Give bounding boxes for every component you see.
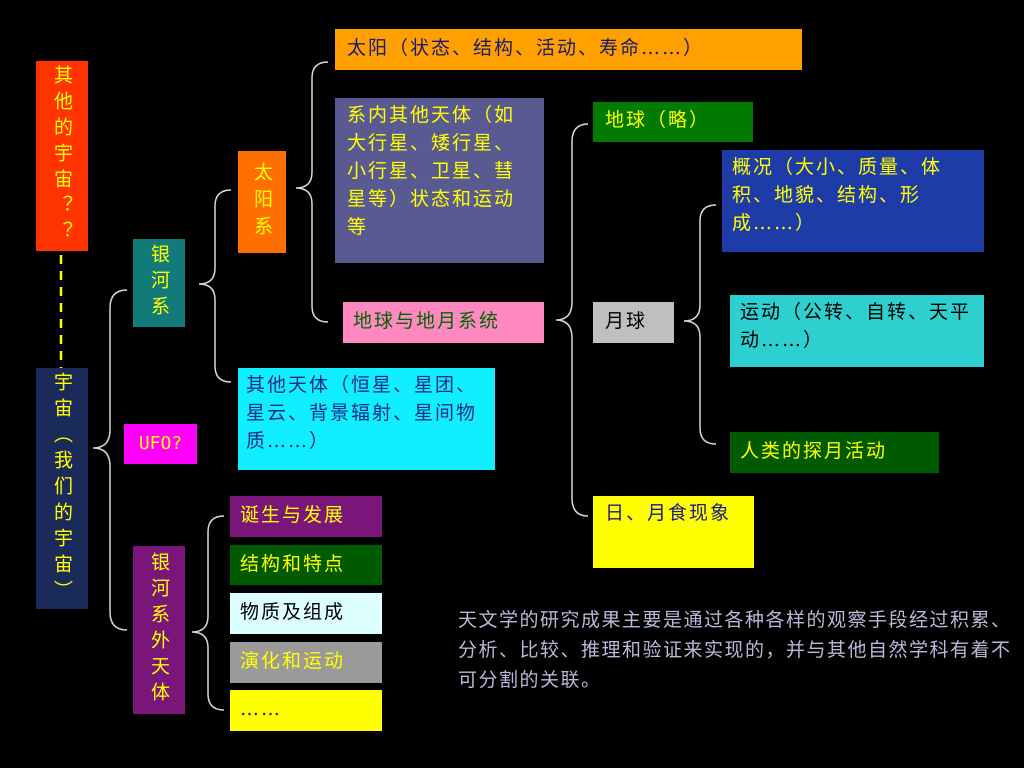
node-our-universe: 宇宙（我们的宇宙） [36, 368, 88, 609]
node-moon-motion-label: 运动（公转、自转、天平动……） [740, 301, 972, 351]
node-sun: 太阳（状态、结构、活动、寿命……） [335, 29, 802, 70]
research-note-text: 天文学的研究成果主要是通过各种各样的观察手段经过积累、分析、比较、推理和验证来实… [458, 609, 1012, 691]
node-milky-way-label: 银河系 [148, 244, 170, 322]
node-other-bodies-galaxy: 其他天体（恒星、星团、星云、背景辐射、星间物质……） [238, 368, 495, 470]
node-moon-overview-label: 概况（大小、质量、体积、地貌、结构、形成……） [732, 156, 943, 234]
node-sun-label: 太阳（状态、结构、活动、寿命……） [347, 37, 705, 59]
node-earth-label: 地球（略） [605, 109, 711, 131]
node-other-universe: 其他的宇宙？？ [36, 61, 88, 251]
node-other-bodies-solar: 系内其他天体（如大行星、矮行星、小行星、卫星、彗星等）状态和运动等 [335, 98, 544, 263]
node-ext-structure: 结构和特点 [230, 545, 382, 585]
node-ext-matter: 物质及组成 [230, 593, 382, 634]
node-other-universe-label: 其他的宇宙？？ [51, 65, 73, 247]
node-ext-evolution: 演化和运动 [230, 642, 382, 683]
node-moon-motion: 运动（公转、自转、天平动……） [730, 295, 984, 367]
node-milky-way: 银河系 [133, 239, 185, 327]
node-eclipse-label: 日、月食现象 [605, 502, 732, 524]
node-moon-overview: 概况（大小、质量、体积、地貌、结构、形成……） [722, 150, 984, 252]
node-ext-birth: 诞生与发展 [230, 496, 382, 537]
node-eclipse: 日、月食现象 [593, 496, 754, 568]
node-our-universe-label: 宇宙（我们的宇宙） [51, 371, 73, 606]
node-ufo: UFO? [124, 424, 197, 464]
node-other-bodies-galaxy-label: 其他天体（恒星、星团、星云、背景辐射、星间物质……） [246, 374, 478, 452]
node-ext-matter-label: 物质及组成 [240, 601, 346, 623]
node-solar-system-label: 太阳系 [251, 161, 273, 243]
node-moon: 月球 [593, 302, 674, 343]
node-extragalactic-label: 银河系外天体 [148, 552, 170, 708]
node-ext-structure-label: 结构和特点 [240, 553, 346, 575]
node-moon-exploration: 人类的探月活动 [730, 432, 939, 473]
node-ext-birth-label: 诞生与发展 [240, 504, 346, 526]
node-solar-system: 太阳系 [238, 151, 286, 253]
node-ext-more-label: …… [240, 698, 282, 720]
node-moon-label: 月球 [605, 310, 648, 332]
node-earth-moon-system: 地球与地月系统 [343, 302, 544, 343]
node-moon-exploration-label: 人类的探月活动 [740, 440, 888, 462]
node-other-bodies-solar-label: 系内其他天体（如大行星、矮行星、小行星、卫星、彗星等）状态和运动等 [347, 104, 516, 238]
node-ext-evolution-label: 演化和运动 [240, 650, 346, 672]
node-extragalactic: 银河系外天体 [133, 546, 185, 714]
node-ufo-label: UFO? [138, 433, 183, 454]
node-earth: 地球（略） [593, 102, 753, 142]
node-ext-more: …… [230, 690, 382, 731]
node-earth-moon-system-label: 地球与地月系统 [353, 310, 501, 332]
research-note: 天文学的研究成果主要是通过各种各样的观察手段经过积累、分析、比较、推理和验证来实… [458, 605, 1014, 695]
